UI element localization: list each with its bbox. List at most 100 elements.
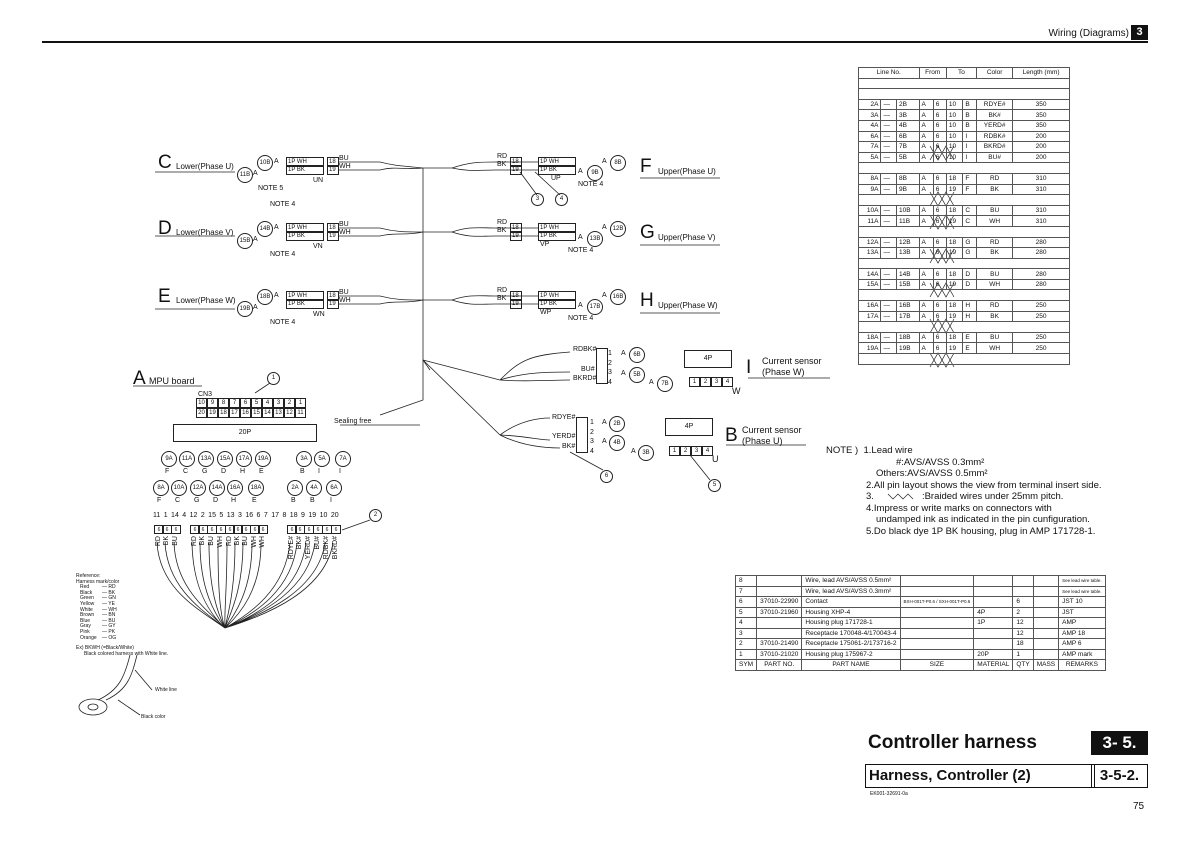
sensor-u-letter: B	[725, 425, 738, 446]
connector-phase: Lower(Phase U)	[176, 162, 234, 171]
mpu-pin: 10	[196, 398, 207, 408]
connector-pin-1: 1P WH	[286, 223, 324, 233]
balloon-3: 3	[531, 193, 544, 206]
mpu-circle-label: F	[157, 497, 162, 504]
connector-circle-1: 10B	[257, 155, 273, 171]
mpu-circle: 7A	[335, 451, 351, 467]
table-cell: —	[880, 331, 898, 344]
reference-code: — BK	[102, 589, 116, 596]
parts-cell: AMP	[1058, 617, 1106, 629]
table-cell: H	[962, 310, 978, 323]
mpu-circle: 18A	[248, 480, 264, 496]
parts-cell: Receptacle 170048-4/170043-4	[801, 627, 901, 639]
header-rule	[42, 41, 1148, 43]
document-code: EK001-32691-0a	[870, 791, 908, 797]
mpu-pin: 9	[207, 398, 218, 408]
table-cell: BU	[976, 268, 1014, 280]
parts-cell: AMP 18	[1058, 627, 1106, 639]
parts-cell	[1032, 638, 1060, 650]
sensor-w-title: Current sensor(Phase W)	[762, 356, 822, 377]
wire-color-2: BK	[497, 227, 507, 234]
wire-color-2: WH	[339, 297, 351, 304]
table-cell: 10B	[896, 204, 920, 217]
connector-a-label: A	[253, 236, 258, 243]
note-ref: NOTE 4	[568, 315, 594, 322]
note-ref: NOTE 4	[270, 319, 296, 326]
parts-cell	[973, 575, 1014, 587]
reference-color: Yellow	[80, 600, 95, 607]
parts-cell: 4P	[973, 606, 1014, 618]
parts-footer-cell: QTY	[1012, 659, 1034, 671]
connector-circle-2: 17B	[587, 299, 603, 315]
table-cell: 5A	[857, 151, 882, 164]
parts-cell: 4	[734, 617, 758, 629]
table-cell: 6	[932, 98, 947, 111]
parts-cell: 6	[1012, 596, 1034, 608]
mpu-circle: 2A	[287, 480, 303, 496]
table-cell: 280	[1012, 236, 1070, 249]
table-cell: 10	[945, 98, 964, 111]
mpu-circle: 16A	[227, 480, 243, 496]
connector-code: WP	[540, 309, 552, 316]
parts-cell	[756, 585, 803, 597]
table-cell: G	[962, 236, 978, 249]
table-cell: 6	[932, 300, 947, 312]
note-ref: NOTE 4	[270, 251, 296, 258]
reference-color: Red	[80, 584, 90, 591]
reference-color: White	[80, 606, 93, 613]
table-cell: 6	[932, 310, 947, 323]
wire-number-2: 19	[327, 299, 339, 309]
parts-cell	[1032, 627, 1060, 639]
table-cell: A	[918, 141, 934, 153]
parts-cell: AMP mark	[1058, 648, 1106, 660]
sensor-u-code: U	[712, 454, 719, 464]
parts-cell: 2	[734, 638, 758, 650]
parts-footer-cell: REMARKS	[1058, 659, 1106, 671]
table-cell: 16B	[896, 300, 920, 312]
table-cell: BK	[976, 310, 1014, 323]
mpu-circle: 14A	[209, 480, 225, 496]
sensor-u-pin-box	[576, 417, 588, 453]
table-header-row: Line No. From To Color Length (mm)	[858, 67, 1070, 79]
connector-pin-1: 1P WH	[538, 223, 576, 233]
wire-label: RD	[226, 536, 233, 547]
connector-phase: Lower(Phase V)	[176, 228, 234, 237]
parts-cell: 1	[1012, 648, 1034, 660]
parts-cell: 3	[734, 627, 758, 639]
connector-circle-1: 16B	[610, 289, 626, 305]
sensor-w-a-label: A	[649, 379, 654, 386]
table-header: From	[918, 67, 947, 79]
table-cell: B	[962, 109, 978, 121]
sensor-w-letter: I	[746, 357, 752, 378]
table-cell: 18	[945, 331, 964, 344]
table-cell: A	[918, 98, 934, 111]
connector-letter: H	[640, 290, 654, 311]
table-cell: WH	[976, 278, 1014, 291]
mpu-pin: 6	[240, 398, 251, 408]
connector-pin-1: 1P WH	[286, 291, 324, 301]
table-cell: A	[918, 183, 934, 196]
table-cell: 9A	[857, 183, 882, 196]
sensor-u-wire-3: BK#	[562, 443, 576, 450]
subtitle: Harness, Controller (2)	[865, 764, 1095, 788]
mpu-circle-label: C	[175, 497, 181, 504]
mpu-circle-label: I	[339, 468, 341, 475]
reference-color: Brown	[80, 612, 95, 619]
connector-phase: Lower(Phase W)	[176, 296, 236, 305]
wire-label: BU	[172, 536, 179, 546]
parts-cell: JST	[1058, 606, 1106, 618]
reference-code: — GN	[102, 595, 116, 602]
table-cell: 6	[932, 183, 947, 196]
wire-pin-box: 6	[258, 525, 268, 534]
wire-number-1: 18	[510, 157, 522, 167]
mpu-circle-label: I	[330, 497, 332, 504]
mpu-pin: 15	[251, 408, 262, 418]
parts-cell: 1	[734, 648, 758, 660]
mpu-circle-label: H	[231, 497, 237, 504]
mpu-pin-order: 11 1 14 4 12 2 15 5 13 3 16 6 7 17 8 18 …	[153, 512, 339, 519]
